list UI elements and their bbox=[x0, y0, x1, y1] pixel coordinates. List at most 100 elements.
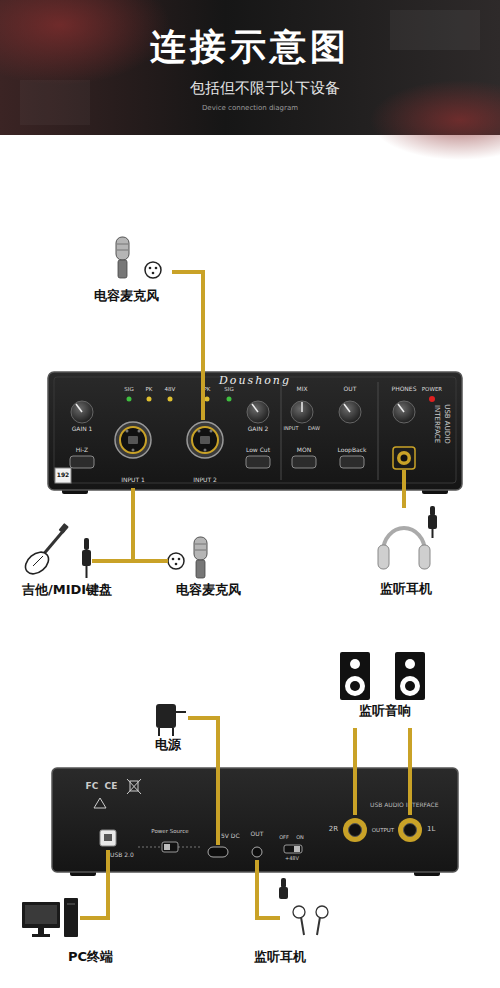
input-jack-label: INPUT 2 bbox=[175, 477, 235, 484]
speaker-cone bbox=[405, 681, 415, 691]
panel-divider bbox=[378, 382, 379, 480]
speaker-woofer bbox=[400, 676, 420, 696]
xlr-symbol bbox=[168, 553, 184, 569]
panel-divider bbox=[281, 382, 282, 480]
plug-body bbox=[82, 550, 91, 566]
knob bbox=[339, 401, 361, 423]
pc-monitor bbox=[22, 902, 60, 928]
panel-label: PK bbox=[147, 386, 267, 392]
xlr-pin bbox=[175, 563, 178, 566]
earbud bbox=[316, 906, 328, 918]
plug-cable bbox=[432, 529, 434, 538]
combo-jack-pin bbox=[210, 430, 213, 433]
output-jack-label: 1L bbox=[427, 825, 443, 833]
mic-capsule bbox=[194, 537, 207, 560]
combo-jack-slot bbox=[200, 436, 210, 444]
panel-label: ON bbox=[240, 835, 360, 841]
phantom-switch bbox=[284, 845, 302, 853]
device-callout-label: 监听音响 bbox=[335, 704, 435, 719]
output-jack bbox=[398, 818, 422, 842]
header-gear bbox=[390, 10, 480, 50]
speaker-woofer bbox=[345, 676, 365, 696]
power-led bbox=[429, 396, 435, 402]
plug-body bbox=[279, 887, 288, 899]
knob bbox=[393, 401, 415, 423]
switch-slider bbox=[164, 844, 170, 850]
input-jack-label: INPUT 1 bbox=[103, 477, 163, 484]
output-jack-label: 2R bbox=[322, 825, 338, 833]
panel-label: PK bbox=[89, 386, 209, 392]
mic-grille bbox=[117, 244, 128, 245]
adapter-cable bbox=[176, 711, 186, 713]
cable-connector bbox=[353, 728, 357, 815]
input-jack: INPUT 1 bbox=[113, 420, 153, 488]
phones-jack bbox=[397, 451, 411, 465]
subtitle-text: Device connection diagram bbox=[190, 104, 310, 112]
speaker-tweeter bbox=[350, 659, 360, 669]
button bbox=[70, 456, 94, 468]
phones-jack: PHONES bbox=[386, 386, 422, 470]
panel-label: GAIN 1 bbox=[22, 426, 142, 433]
combo-jack-pin bbox=[138, 430, 141, 433]
combo-jack bbox=[115, 422, 151, 458]
panel-label: 48V bbox=[110, 386, 230, 392]
output-jack: 2R bbox=[340, 815, 370, 845]
led bbox=[205, 397, 210, 402]
device-callout: 电容麦克风 bbox=[168, 525, 248, 601]
back-panel-label: USB AUDIO INTERFACE bbox=[370, 802, 454, 809]
knob-pointer bbox=[76, 404, 82, 412]
panel-label: LoopBack bbox=[292, 447, 412, 454]
weee-symbol bbox=[127, 779, 141, 794]
usb-port-label: USB 2.0 bbox=[110, 852, 150, 859]
panel-label: CE bbox=[51, 781, 171, 791]
panel-label: +48V bbox=[232, 856, 352, 862]
led bbox=[127, 397, 132, 402]
cable-connector bbox=[172, 272, 203, 420]
panel-label: OFF bbox=[224, 835, 344, 841]
usb-port bbox=[100, 830, 116, 846]
pc-stand bbox=[38, 928, 44, 934]
cable-connector bbox=[402, 470, 406, 508]
panel-label: SIG bbox=[169, 386, 289, 392]
adapter-prong bbox=[172, 728, 174, 736]
button bbox=[246, 456, 270, 468]
plug-body bbox=[428, 515, 437, 529]
out-port-label: OUT bbox=[242, 831, 272, 838]
weee-symbol bbox=[127, 779, 141, 794]
panel-label: INPUT bbox=[231, 426, 351, 432]
guitar-body bbox=[21, 548, 52, 579]
adapter-prong bbox=[158, 728, 160, 736]
led bbox=[227, 397, 232, 402]
usb-port: USB 2.0 bbox=[96, 826, 120, 850]
pc-tower-slot bbox=[67, 904, 75, 905]
button bbox=[340, 456, 364, 468]
mic-grille bbox=[195, 544, 206, 545]
knob-pointer bbox=[252, 404, 258, 412]
guitar-neck bbox=[42, 530, 64, 556]
combo-jack-ring bbox=[192, 427, 218, 453]
cable-connector bbox=[92, 488, 133, 561]
phones-frame bbox=[393, 447, 415, 469]
combo-jack-pin bbox=[204, 449, 207, 452]
combo-jack-pin bbox=[126, 430, 129, 433]
device-callout-label: 吉他/MIDI键盘 bbox=[22, 583, 152, 598]
pc-screen bbox=[25, 905, 57, 924]
mic-body bbox=[118, 260, 127, 278]
xlr-symbol bbox=[145, 262, 161, 278]
panel-label: Hi-Z bbox=[22, 447, 142, 454]
mic-capsule bbox=[116, 237, 129, 260]
panel-label: OUTPUT bbox=[323, 827, 443, 833]
combo-jack-pin bbox=[132, 449, 135, 452]
pc-tower bbox=[64, 898, 78, 937]
earbud bbox=[293, 906, 305, 918]
front-panel-body bbox=[48, 372, 462, 490]
xlr-pin bbox=[155, 267, 158, 270]
output-jack bbox=[343, 818, 367, 842]
dc-port: 5V DC bbox=[208, 845, 228, 859]
button bbox=[292, 456, 316, 468]
usb-port-inner bbox=[104, 834, 112, 841]
led bbox=[147, 397, 152, 402]
panel-label: DAW bbox=[254, 426, 374, 432]
